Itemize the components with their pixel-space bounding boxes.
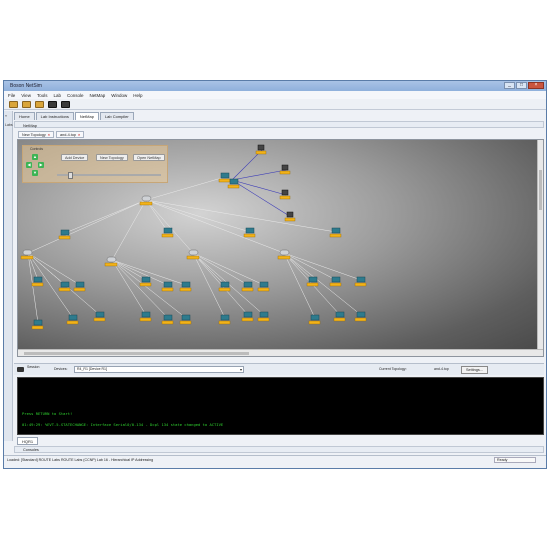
- devices-label: Devices:: [54, 367, 68, 371]
- links: [27, 176, 362, 324]
- menu-lab[interactable]: Lab: [53, 92, 61, 98]
- window-title: Boson NetSim: [10, 83, 42, 89]
- close-icon[interactable]: ×: [47, 132, 50, 137]
- left-rail-labs[interactable]: Labs: [5, 123, 13, 127]
- pan-down-icon[interactable]: ▼: [32, 170, 38, 176]
- network-nodes[interactable]: [20, 144, 367, 330]
- tab-new-topology[interactable]: New Topology ×: [18, 131, 54, 138]
- device-select-value: R4_R1 [Device R1]: [77, 367, 107, 371]
- terminal-line: Press RETURN to Start!: [22, 411, 73, 416]
- folder-icon[interactable]: [22, 101, 31, 108]
- wan-links: [231, 149, 292, 218]
- pan-left-icon[interactable]: ◀: [26, 162, 32, 168]
- menu-view[interactable]: View: [21, 92, 31, 98]
- current-topology-value: and-4.top: [434, 367, 449, 371]
- menu-bar: File View Tools Lab Console NetMap Windo…: [4, 91, 546, 99]
- vertical-scrollbar[interactable]: [537, 140, 543, 350]
- tab-console-device[interactable]: HQR1: [17, 437, 39, 445]
- consoles-label: Consoles: [23, 448, 39, 452]
- add-device-button[interactable]: Add Device: [61, 154, 89, 161]
- pan-control: ▲ ◀ ▶ ▼: [26, 154, 44, 176]
- menu-help[interactable]: Help: [133, 92, 143, 98]
- scrollbar-thumb[interactable]: [539, 170, 542, 210]
- tab-lab-instructions[interactable]: Lab Instructions: [35, 112, 74, 120]
- menu-netmap[interactable]: NetMap: [89, 92, 106, 98]
- scrollbar-thumb[interactable]: [24, 352, 249, 355]
- topology-tabs: New Topology × and-4.top ×: [18, 131, 85, 138]
- folder-icon[interactable]: [9, 101, 18, 108]
- folder-icon[interactable]: [35, 101, 44, 108]
- panel-title: NetMap: [23, 123, 38, 128]
- zoom-slider-knob[interactable]: [67, 172, 73, 179]
- close-icon[interactable]: ×: [78, 132, 81, 137]
- close-button[interactable]: ×: [528, 82, 544, 89]
- tab-label: and-4.top: [60, 132, 77, 137]
- terminal-line: 01:49:29: %EVT-5-STATECHANGE: Interface …: [22, 422, 224, 427]
- zoom-slider[interactable]: [57, 172, 161, 179]
- status-message: Loaded: [Standard] ROUTE Labs ROUTE Labs…: [7, 458, 154, 462]
- title-bar: Boson NetSim _ □ ×: [4, 81, 546, 91]
- minimize-button[interactable]: _: [504, 82, 515, 89]
- open-netmap-button[interactable]: Open NetMap: [133, 154, 165, 161]
- netmap-canvas[interactable]: Controls ▲ ◀ ▶ ▼ Add Device New Topology…: [18, 140, 538, 350]
- current-topology-label: Current Topology:: [379, 367, 407, 371]
- netmap-canvas-frame: Controls ▲ ◀ ▶ ▼ Add Device New Topology…: [17, 139, 544, 357]
- maximize-button[interactable]: □: [516, 82, 527, 89]
- tab-topology-file[interactable]: and-4.top ×: [56, 131, 85, 138]
- tab-home[interactable]: Home: [14, 112, 35, 120]
- device-select[interactable]: R4_R1 [Device R1] ▾: [74, 366, 244, 373]
- left-rail: » Labs: [4, 111, 13, 441]
- pan-up-icon[interactable]: ▲: [32, 154, 38, 160]
- tab-lab-compiler[interactable]: Lab Compiler: [99, 112, 134, 120]
- console-terminal[interactable]: Press RETURN to Start! 01:49:29: %EVT-5-…: [17, 377, 544, 435]
- pan-right-icon[interactable]: ▶: [38, 162, 44, 168]
- collapse-icon[interactable]: »: [5, 114, 7, 118]
- netmap-controls-panel: Controls ▲ ◀ ▶ ▼ Add Device New Topology…: [22, 145, 168, 183]
- horizontal-scrollbar[interactable]: [18, 349, 543, 356]
- netmap-panel-header: NetMap: [14, 121, 544, 128]
- monitor-icon[interactable]: [61, 101, 70, 108]
- toolbar: [4, 99, 546, 110]
- menu-tools[interactable]: Tools: [36, 92, 48, 98]
- consoles-panel-header[interactable]: Consoles: [14, 446, 544, 453]
- status-bar: Loaded: [Standard] ROUTE Labs ROUTE Labs…: [4, 455, 546, 464]
- console-icon: [17, 367, 24, 372]
- monitor-icon[interactable]: [48, 101, 57, 108]
- app-window: Boson NetSim _ □ × File View Tools Lab C…: [3, 80, 547, 469]
- chevron-down-icon: ▾: [239, 367, 242, 372]
- menu-window[interactable]: Window: [111, 92, 128, 98]
- main-tabs: Home Lab Instructions NetMap Lab Compile…: [14, 112, 134, 120]
- topology-diagram: [20, 144, 367, 330]
- controls-title: Controls: [30, 147, 44, 151]
- new-topology-button[interactable]: New Topology: [96, 154, 128, 161]
- window-controls: _ □ ×: [504, 82, 544, 90]
- settings-button[interactable]: Settings...: [461, 366, 488, 374]
- menu-console[interactable]: Console: [66, 92, 84, 98]
- tab-label: New Topology: [22, 132, 46, 137]
- console-toolbar: Session Devices: R4_R1 [Device R1] ▾ Cur…: [14, 363, 544, 375]
- tab-netmap[interactable]: NetMap: [74, 112, 99, 120]
- status-ready: Ready: [494, 457, 536, 463]
- session-label: Session: [27, 365, 40, 369]
- menu-file[interactable]: File: [8, 92, 16, 98]
